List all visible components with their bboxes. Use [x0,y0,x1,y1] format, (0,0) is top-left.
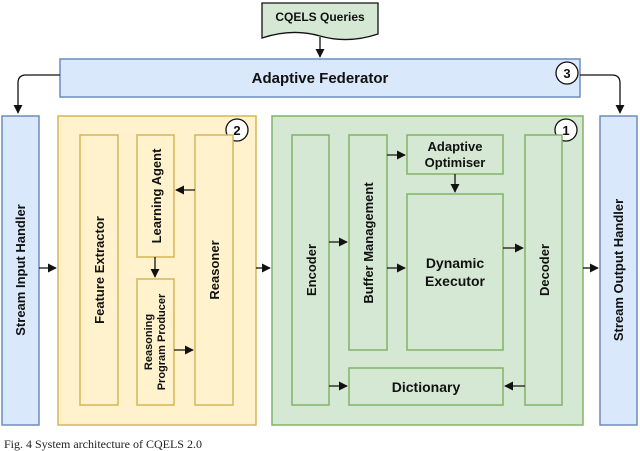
svg-text:3: 3 [563,66,570,81]
decoder-label: Decoder [537,244,552,296]
adaptive-federator-label: Adaptive Federator [252,70,389,87]
feature-extractor-node: Feature Extractor [79,134,119,406]
svg-text:2: 2 [233,123,240,138]
arrow-federator-input [13,74,60,114]
stream-output-handler-node: Stream Output Handler [599,115,638,426]
dictionary-node: Dictionary [348,367,504,406]
learning-agent-node: Learning Agent [136,134,175,258]
dynamic-executor-node: Dynamic Executor [406,193,504,351]
encoder-label: Encoder [304,244,319,296]
figure-caption: Fig. 4 System architecture of CQELS 2.0 [4,437,202,451]
buffer-management-label: Buffer Management [361,182,376,304]
reasoning-program-producer-label-1: Reasoning [143,314,155,370]
cqels-queries-label: CQELS Queries [275,10,365,24]
feature-extractor-label: Feature Extractor [92,216,107,324]
svg-text:1: 1 [562,123,569,138]
cqels-queries-node: CQELS Queries [261,2,379,41]
arrow-federator-output [580,74,625,114]
learning-agent-label: Learning Agent [149,148,164,244]
dynamic-executor-label-1: Dynamic [426,255,485,271]
adaptive-federator-node: Adaptive Federator [59,58,581,98]
buffer-management-node: Buffer Management [348,134,388,351]
dictionary-label: Dictionary [392,379,461,395]
badge-3: 3 [555,61,579,85]
dynamic-executor-label-2: Executor [425,273,485,289]
adaptive-optimiser-label-2: Optimiser [425,155,486,170]
reasoner-label: Reasoner [207,240,222,299]
adaptive-optimiser-label-1: Adaptive [428,139,483,154]
reasoning-program-producer-node: Reasoning Program Producer [136,278,175,406]
stream-output-handler-label: Stream Output Handler [611,199,626,341]
stream-input-handler-label: Stream Input Handler [13,204,28,335]
decoder-node: Decoder [524,134,563,406]
stream-input-handler-node: Stream Input Handler [1,115,40,426]
encoder-node: Encoder [291,134,330,406]
reasoner-node: Reasoner [194,134,234,406]
adaptive-optimiser-node: Adaptive Optimiser [406,134,504,175]
reasoning-program-producer-label-2: Program Producer [156,293,168,390]
